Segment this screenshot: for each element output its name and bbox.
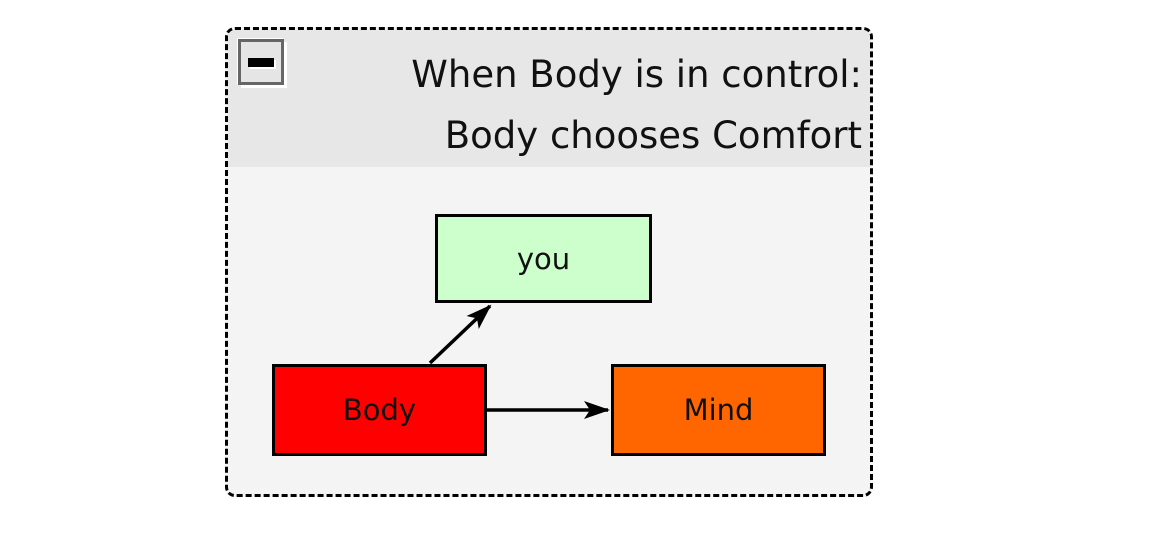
node-mind[interactable]: Mind — [611, 364, 826, 456]
panel-title-line1: When Body is in control: — [411, 53, 862, 96]
collapsible-diagram-panel: When Body is in control: Body chooses Co… — [225, 27, 873, 497]
panel-header — [228, 30, 870, 167]
panel-title-line2: Body chooses Comfort — [444, 114, 862, 157]
edge-body-to-you — [428, 304, 492, 365]
node-body[interactable]: Body — [272, 364, 487, 456]
collapse-button[interactable] — [238, 39, 284, 85]
node-mind-label: Mind — [683, 393, 754, 427]
node-body-label: Body — [342, 393, 417, 427]
panel-title: When Body is in control: Body chooses Co… — [411, 44, 862, 166]
minus-icon — [248, 57, 274, 67]
node-you[interactable]: you — [435, 214, 652, 303]
node-you-label: you — [516, 241, 571, 276]
